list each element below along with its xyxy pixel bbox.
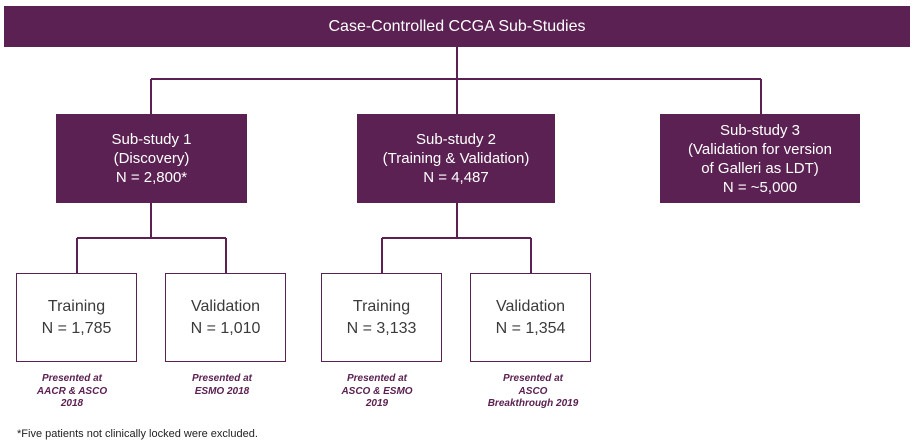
arm-2-note-line-2: ESMO 2018 [194, 385, 250, 397]
substudy-3-desc-1: (Validation for version [688, 140, 832, 158]
arm-3-label: Training [352, 297, 411, 315]
arm-2-note: Presented at ESMO 2018 [158, 373, 286, 398]
arm-4-n: N = 1,354 [495, 319, 566, 337]
arm-1-box: Training N = 1,785 [16, 273, 137, 362]
arm-3-note-line-1: Presented at [346, 373, 408, 384]
arm-3-note-line-2: ASCO & ESMO [341, 385, 413, 397]
substudy-1-box: Sub-study 1 (Discovery) N = 2,800* [56, 114, 247, 203]
substudy-1-desc: (Discovery) [113, 150, 190, 167]
arm-1-label: Training [47, 297, 106, 315]
substudy-1-n: N = 2,800* [115, 169, 188, 186]
arm-3-note: Presented at ASCO & ESMO 2019 [313, 373, 441, 411]
arm-2-label: Validation [190, 297, 261, 315]
arm-3-box: Training N = 3,133 [321, 273, 442, 362]
arm-3-note-line-3: 2019 [365, 398, 389, 409]
footnote: *Five patients not clinically locked wer… [17, 428, 258, 440]
substudy-3-name: Sub-study 3 [719, 121, 801, 139]
arm-3-n: N = 3,133 [346, 319, 417, 337]
arm-2-box: Validation N = 1,010 [165, 273, 286, 362]
substudy-3-box: Sub-study 3 (Validation for version of G… [660, 114, 860, 203]
arm-1-note-line-1: Presented at [41, 373, 103, 384]
arm-1-note: Presented at AACR & ASCO 2018 [8, 373, 136, 411]
substudy-3-desc-2: of Galleri as LDT) [701, 159, 819, 177]
substudy-2-name: Sub-study 2 [415, 131, 497, 148]
arm-1-note-line-3: 2018 [60, 398, 84, 409]
top-title-box: Case-Controlled CCGA Sub-Studies [4, 6, 910, 47]
arm-4-note-line-2: ASCO [518, 385, 548, 397]
arm-4-label: Validation [495, 297, 566, 315]
top-title: Case-Controlled CCGA Sub-Studies [328, 18, 586, 35]
substudy-2-desc: (Training & Validation) [382, 150, 530, 167]
substudy-3-n: N = ~5,000 [722, 178, 798, 196]
arm-4-note-line-1: Presented at [502, 373, 564, 384]
substudy-2-box: Sub-study 2 (Training & Validation) N = … [357, 114, 555, 203]
substudy-1-name: Sub-study 1 [111, 131, 192, 148]
arm-2-n: N = 1,010 [190, 319, 261, 337]
arm-4-box: Validation N = 1,354 [470, 273, 591, 362]
arm-1-n: N = 1,785 [41, 319, 112, 337]
arm-4-note-line-3: Breakthrough 2019 [487, 398, 579, 409]
substudy-2-n: N = 4,487 [423, 169, 489, 186]
arm-1-note-line-2: AACR & ASCO [36, 385, 108, 397]
arm-2-note-line-1: Presented at [191, 373, 253, 384]
arm-4-note: Presented at ASCO Breakthrough 2019 [466, 373, 600, 411]
